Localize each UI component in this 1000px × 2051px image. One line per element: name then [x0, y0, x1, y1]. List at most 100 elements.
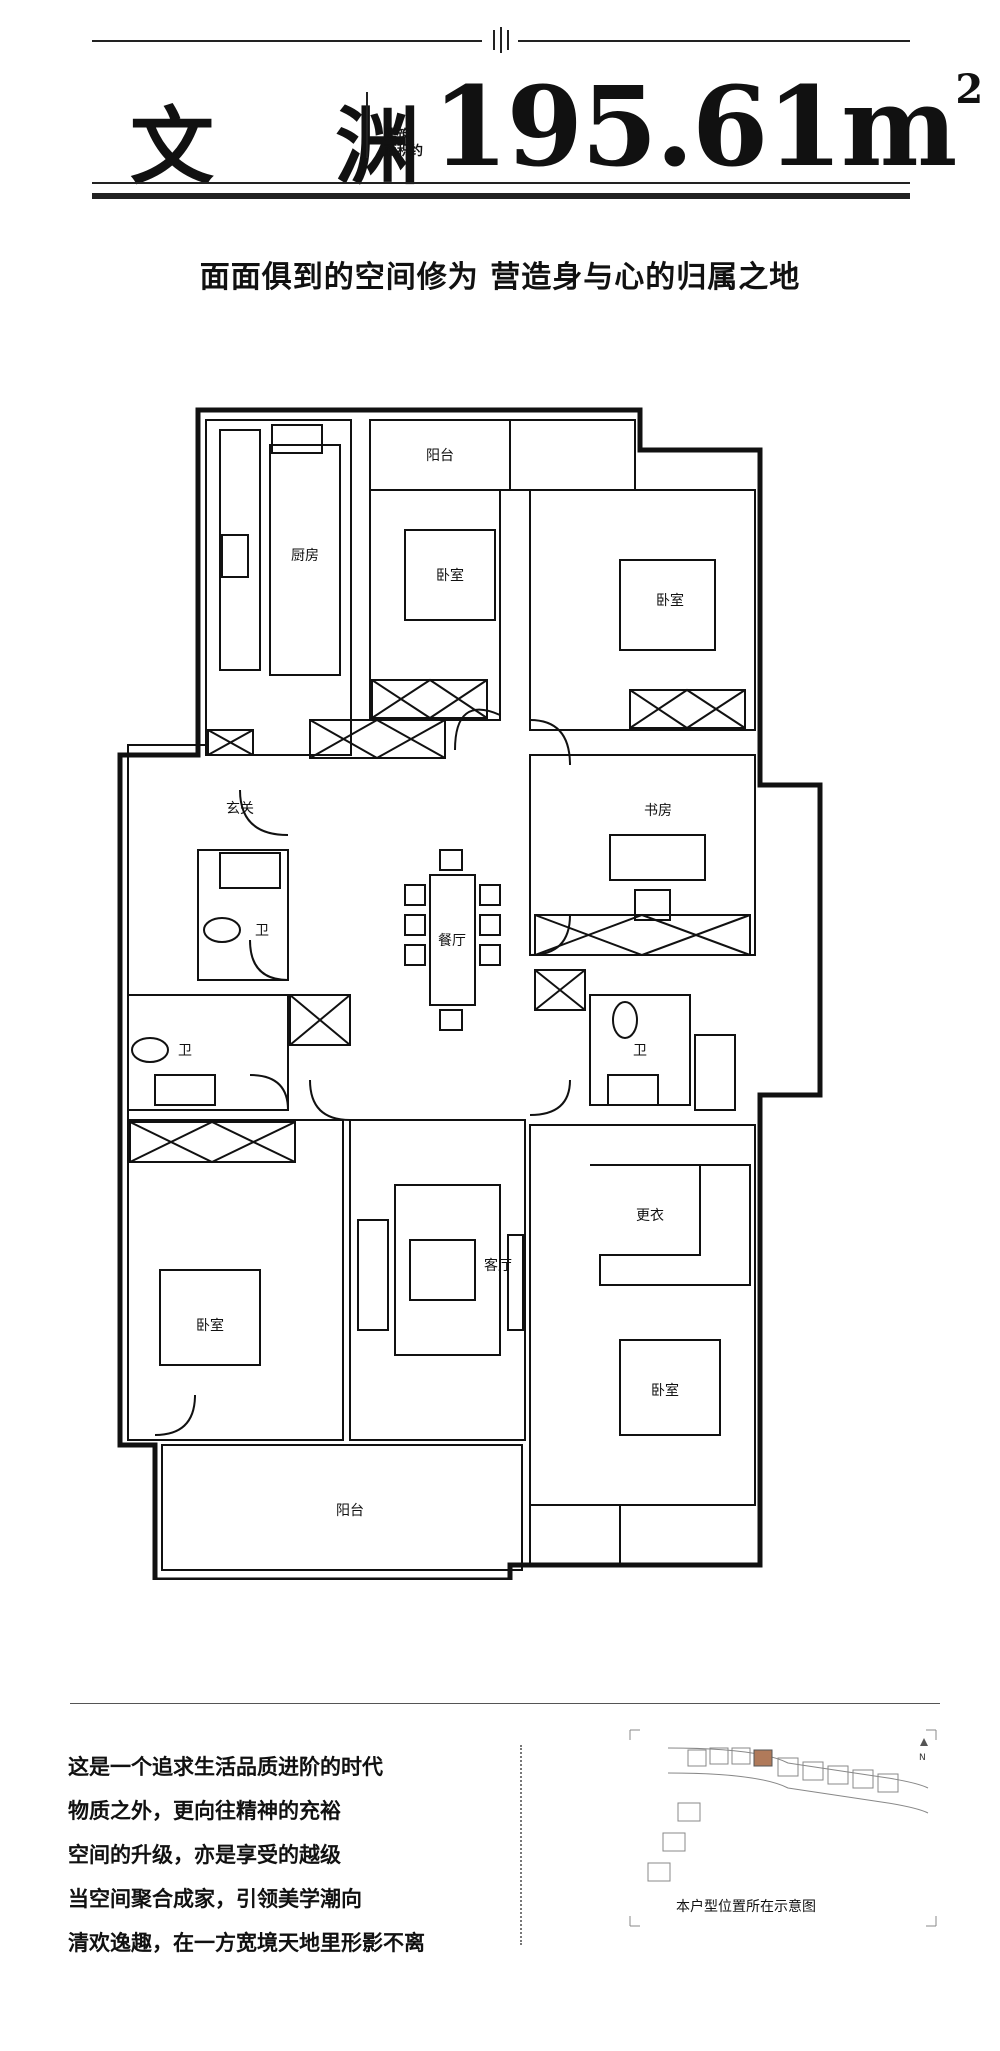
bath-1-sink: [219, 852, 281, 889]
dining-chair: [479, 914, 501, 936]
stove: [221, 534, 249, 578]
room-label-bedroom-2: 卧室: [656, 592, 684, 609]
building-block: [827, 1765, 849, 1785]
study-desk: [609, 834, 706, 881]
dining-chair: [439, 849, 463, 871]
building-block: [687, 1749, 707, 1767]
room-label-entry: 玄关: [226, 800, 254, 817]
bedroom-2-wardrobe: [629, 689, 746, 729]
area-label-line2: 面积约: [384, 144, 424, 159]
site-map-highlight: [753, 1749, 773, 1767]
description-line: 物质之外，更向往精神的充裕: [68, 1798, 341, 1823]
bedroom-3-wardrobe: [129, 1121, 296, 1163]
door-arc: [239, 789, 289, 836]
building-block: [777, 1757, 799, 1777]
bedroom-2-wardrobe-x: [629, 688, 746, 730]
balcony-bottom-store: [529, 1504, 621, 1566]
room-label-balcony-top: 阳台: [426, 448, 454, 464]
cloakroom-wall: [590, 1164, 751, 1286]
cabinet-x-lines: [207, 729, 254, 756]
building-block: [802, 1761, 824, 1781]
header-bottom-rule-thick: [92, 193, 910, 199]
house-type-name: 文 渊: [130, 97, 466, 196]
description-line: 空间的升级，亦是享受的越级: [68, 1842, 341, 1867]
room-label-bedroom-3: 卧室: [196, 1317, 224, 1334]
header-bottom-rule-thin: [92, 182, 910, 184]
dining-chair: [404, 914, 426, 936]
bedroom-4-bed: [619, 1339, 721, 1436]
building-block: [662, 1832, 686, 1852]
description-block: 这是一个追求生活品质进阶的时代 物质之外，更向往精神的充裕 空间的升级，亦是享受…: [68, 1745, 425, 1965]
bath-2-room: [127, 994, 289, 1111]
header-tick: [493, 30, 495, 50]
bath-3-tub: [694, 1034, 736, 1111]
header-top-rule-left: [92, 40, 482, 42]
header-divider: [366, 92, 368, 158]
bedroom-1-bed: [404, 529, 496, 621]
header-top-rule-right: [518, 40, 910, 42]
header-tick: [507, 30, 509, 50]
description-divider: [520, 1745, 522, 1945]
outer-wall: [117, 407, 823, 1580]
door-arc: [154, 1394, 196, 1436]
room-label-bedroom-4: 卧室: [651, 1382, 679, 1399]
dining-chair: [439, 1009, 463, 1031]
tagline: 面面俱到的空间修为 营造身与心的归属之地: [199, 260, 801, 295]
room-label-bath-1: 卫: [255, 923, 269, 939]
dining-chair: [404, 944, 426, 966]
bath-3-cabinet-x: [534, 969, 586, 1011]
site-map: N: [629, 1729, 937, 1927]
door-arc: [249, 1074, 289, 1111]
building-block: [852, 1769, 874, 1789]
site-map-caption: 本户型位置所在示意图: [676, 1899, 816, 1915]
area-value: 195.61m2: [432, 62, 983, 191]
kitchen-room: [205, 419, 352, 756]
room-label-bath-2: 卫: [178, 1043, 192, 1059]
description-line: 这是一个追求生活品质进阶的时代: [68, 1754, 383, 1779]
entry-cabinet: [309, 719, 446, 759]
door-arc: [529, 719, 571, 766]
bedroom-3-wardrobe-x: [129, 1120, 296, 1164]
study-cabinet-x: [534, 913, 751, 957]
bedroom-3-bed: [159, 1269, 261, 1366]
room-label-bath-3: 卫: [633, 1043, 647, 1059]
bath-2-sink: [154, 1074, 216, 1106]
room-label-bedroom-1: 卧室: [436, 567, 464, 584]
room-label-living: 客厅: [484, 1257, 512, 1274]
area-label: 建筑 面积约: [384, 128, 424, 160]
study-chair: [634, 889, 671, 921]
bedroom-4-room: [529, 1124, 756, 1506]
balcony-bottom: [161, 1444, 523, 1571]
kitchen-island: [269, 444, 341, 676]
site-map-road: [667, 1772, 929, 1814]
room-label-dining: 餐厅: [438, 933, 466, 949]
building-block: [731, 1747, 751, 1765]
building-block: [677, 1802, 701, 1822]
room-label-study: 书房: [644, 803, 672, 819]
building-block: [877, 1773, 899, 1793]
tv-cabinet: [507, 1234, 524, 1331]
north-arrow-icon: [920, 1738, 928, 1746]
bottom-section-rule: [70, 1703, 940, 1704]
building-block: [709, 1747, 729, 1765]
area-unit-sup: 2: [955, 66, 983, 113]
door-arc: [249, 939, 289, 981]
floor-plan: 阳台 厨房 卧室 卧室 玄关 书房 餐厅 卫 卫 卫 更衣 客厅 卧室 卧室 阳…: [117, 407, 823, 1580]
door-arc: [529, 1079, 571, 1116]
door-arc: [309, 1079, 351, 1121]
bedroom-3-room: [127, 1119, 344, 1441]
living-table: [409, 1239, 476, 1301]
door-arc: [529, 914, 571, 956]
area-label-line1: 建筑: [384, 128, 411, 143]
cabinet-x: [207, 729, 254, 756]
description-line: 当空间聚合成家，引领美学潮向: [68, 1886, 362, 1911]
header-tick: [500, 27, 502, 53]
sink: [271, 424, 323, 454]
bath-3-sink: [607, 1074, 659, 1106]
living-room: [349, 1119, 526, 1441]
entry-cabinet-x: [309, 718, 446, 760]
bath-3-toilet: [612, 1001, 638, 1039]
balcony-top-store: [509, 419, 636, 491]
site-map-road: [667, 1747, 929, 1789]
dining-chair: [479, 884, 501, 906]
